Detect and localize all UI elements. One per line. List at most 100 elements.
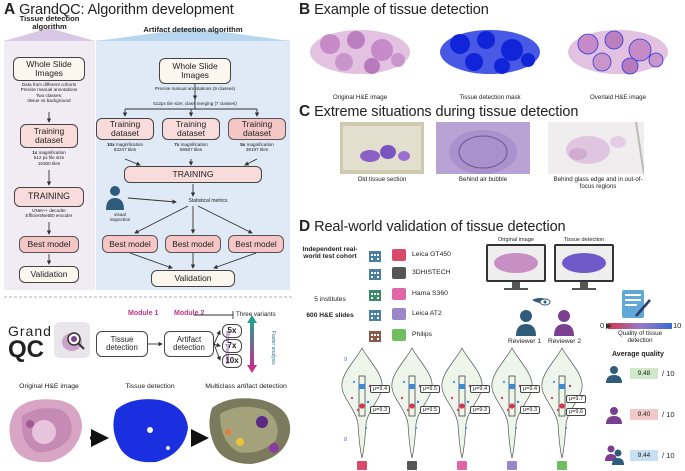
he-original-icon (310, 30, 410, 74)
a-bottom-label-2: Tissue detection (125, 383, 175, 390)
b-label-2: Tissue detection mask (459, 94, 521, 101)
scanner-name: 3DHISTECH (412, 269, 451, 276)
mu-bottom-label: μ=9.3 (520, 406, 541, 414)
right-ds2-note-text: magnification 59687 tiles (179, 142, 208, 153)
left-td-note-text: magnification 512 px file size 15300 til… (33, 150, 66, 166)
scanner-icon (392, 267, 406, 279)
reviewer-2: Reviewer 2 (548, 338, 581, 345)
a-bottom-images (9, 398, 291, 464)
avg-person-icons (605, 366, 624, 465)
left-validation: Validation (19, 266, 79, 283)
he-image-icon (9, 399, 82, 463)
overlay-icon (568, 30, 668, 75)
old-tissue-icon (340, 122, 424, 174)
mu-top-label: μ=9.7 (566, 395, 587, 403)
institute-icon (368, 287, 382, 301)
reviewers-icon (516, 298, 574, 336)
institute-icon (368, 307, 382, 321)
right-wsi-box: Whole Slide Images (159, 58, 231, 84)
scale-tick-9: 9 (344, 357, 348, 363)
scanner-icon (392, 329, 406, 341)
module-1: Module 1 (128, 310, 159, 317)
left-best-model: Best model (19, 236, 79, 253)
c-label-3: Behind glass edge and in out-of-focus re… (553, 176, 643, 190)
monitors-icon (486, 244, 614, 290)
module-arrows (148, 311, 257, 373)
right-ds3-mag: 5x (240, 142, 246, 147)
old-tissue-img (340, 122, 424, 174)
left-td-note: 1x magnification 512 px file size 15300 … (8, 150, 90, 166)
slides: 600 H&E slides (306, 312, 354, 319)
person-icon (106, 186, 124, 210)
avg-value-3: 9.44 (630, 450, 658, 461)
left-wsi-box: Whole Slide Images (13, 57, 85, 81)
panel-d-letter: D (299, 218, 311, 235)
institute-icon (368, 266, 382, 280)
logo-top: Grand (8, 323, 52, 339)
mu-top-label: μ=9.4 (370, 385, 391, 393)
institute-icon (368, 328, 382, 342)
clipboard-icon (622, 290, 651, 318)
left-td-mag: 1x (32, 150, 38, 155)
avg-value-2: 9.40 (630, 409, 658, 420)
avg-value-1: 9.48 (630, 368, 658, 379)
scale-tick-8: 8 (344, 437, 348, 443)
mu-bottom-label: μ=9.3 (470, 406, 491, 414)
right-training: TRAINING (124, 166, 262, 183)
visual-inspection: visual inspection (109, 212, 131, 223)
glass-edge-icon (548, 121, 645, 175)
panel-b-images (310, 30, 668, 75)
panel-b-letter: B (299, 1, 311, 18)
panel-d-title-text: Real-world validation of tissue detectio… (314, 219, 566, 235)
c-label-1: Old tissue section (357, 176, 407, 183)
avg-denom-1: / 10 (662, 369, 675, 378)
tissue-header: Tissue detection algorithm (19, 14, 80, 31)
scanner-name: Philips (412, 331, 433, 338)
mu-bottom-label: μ=9.6 (566, 408, 587, 416)
tissue-detection-box: Tissue detection (96, 331, 148, 357)
three-variants: Three variants (236, 311, 276, 318)
stat-metrics: Statistical metrics (188, 198, 228, 204)
mask-icon (440, 30, 540, 74)
mu-top-label: μ=9.4 (520, 385, 541, 393)
right-validation: Validation (151, 270, 235, 287)
left-wsi-note: Data from different cohorts Precise manu… (20, 82, 78, 103)
right-ds3-note-text: magnification 39197 tiles (245, 142, 274, 153)
right-training-dataset-1: Training dataset (96, 118, 154, 140)
right-ds1-mag: 10x (106, 142, 115, 147)
left-train-note: UNet++ decoder EfficientNetB0 encoder (25, 208, 73, 219)
logo-bottom: QC (8, 336, 44, 363)
panel-a-letter: A (4, 1, 16, 18)
left-training: TRAINING (14, 187, 84, 207)
scanner-name: Leica AT2 (412, 310, 442, 317)
b-label-3: Overlaid H&E image (589, 94, 647, 101)
mu-top-label: μ=9.4 (470, 385, 491, 393)
c-label-2: Behind air bubble (458, 176, 508, 183)
variant-5x: 5x (222, 324, 242, 338)
air-bubble-img (436, 122, 530, 174)
more-precision: More precision (224, 331, 230, 364)
left-training-dataset: Training dataset (20, 124, 78, 148)
panel-b-title-text: Example of tissue detection (314, 2, 489, 18)
right-training-dataset-3: Training dataset (228, 118, 286, 140)
right-ds3-note: 5x magnification 39197 tiles (228, 142, 286, 153)
right-ds2-mag: 7x (174, 142, 180, 147)
b-label-1: Original H&E image (332, 94, 388, 101)
tissue-mask-icon (113, 399, 188, 463)
avg-denom-3: / 10 (662, 451, 675, 460)
violin-plots (341, 347, 583, 470)
variant-10x: 10x (222, 354, 242, 368)
logo: Grand QC (8, 324, 52, 362)
right-best-model-2: Best model (165, 235, 221, 253)
scanner-name: Leica GT450 (412, 251, 451, 258)
right-ds1-note: 10x magnification 63247 tiles (96, 142, 154, 153)
scanner-icon (392, 308, 406, 320)
tissue-detection-label: Tissue detection (563, 237, 605, 243)
artifact-header: Artifact detection algorithm (143, 25, 243, 34)
avg-denom-2: / 10 (662, 410, 675, 419)
institute-icon (368, 248, 382, 262)
